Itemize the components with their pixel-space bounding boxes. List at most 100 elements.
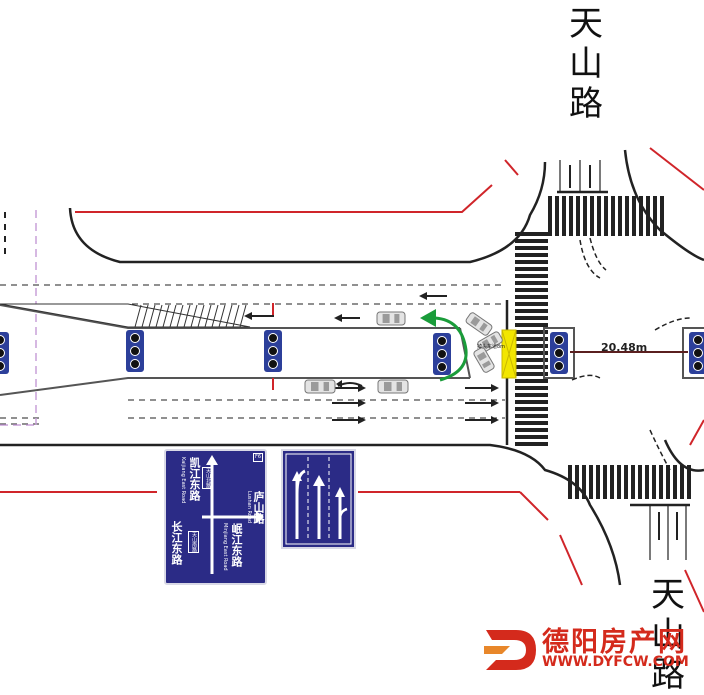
crosswalk-stripe [611, 196, 615, 236]
crosswalk-stripe [515, 435, 548, 439]
hatch-line [162, 304, 170, 328]
signal-lamp [130, 359, 140, 369]
hatch-line [211, 304, 219, 328]
signal-lamp [268, 333, 278, 343]
signal-lamp [554, 348, 564, 358]
signal-lamp [0, 361, 5, 371]
watermark-logo-icon [484, 630, 536, 670]
crosswalk-stripe [618, 196, 622, 236]
sign-south-road: 长江东路 [170, 521, 183, 565]
crosswalk-stripe [673, 465, 677, 499]
crosswalk-stripe [515, 421, 548, 425]
traffic-signal [433, 333, 451, 375]
lane-sign-arrows [285, 453, 352, 545]
direction-guide-sign: F6 凯江东路 Kaijiang East Road 天山北路 长江东路 天山南… [164, 449, 267, 585]
crosswalk-stripe [515, 372, 548, 376]
sign-cross-road-en: Lushan Road [246, 491, 252, 524]
crosswalk-stripe [604, 196, 608, 236]
turn-guide-lines [571, 237, 691, 471]
crosswalk-stripe [515, 386, 548, 390]
crosswalk-stripe [515, 316, 548, 320]
hatch-line [190, 304, 198, 328]
lane-direction-sign [281, 449, 356, 549]
crosswalk-stripe [597, 196, 601, 236]
watermark: 德阳房产网 WWW.DYFCW.COM [480, 616, 702, 676]
hatch-line [169, 304, 177, 328]
hatch-line [148, 304, 156, 328]
signal-lamp [268, 359, 278, 369]
road-name-north: 天山路 [566, 4, 606, 124]
crosswalk-stripe [515, 344, 548, 348]
crosswalk-stripe [582, 465, 586, 499]
lane-arrow-right [465, 399, 499, 407]
crosswalk-stripe [515, 428, 548, 432]
crosswalk-stripe [568, 465, 572, 499]
crosswalk-stripe [515, 267, 548, 271]
sign-main-road-en: Kaijiang East Road [180, 457, 186, 504]
crosswalk-stripe [515, 400, 548, 404]
lane-arrow-left [244, 312, 274, 320]
crosswalk-stripe [583, 196, 587, 236]
crosswalk-stripe [575, 465, 579, 499]
car [477, 331, 503, 353]
uturn-lane-label: 掉头车道8m [477, 344, 506, 350]
crosswalk-stripe [660, 196, 664, 236]
sign-tag-south: 天山南路 [188, 531, 199, 553]
crosswalk-stripe [515, 295, 548, 299]
hatch-line [225, 304, 233, 328]
crosswalk-stripe [590, 196, 594, 236]
hatch-line [197, 304, 205, 328]
crosswalk-stripe [515, 246, 548, 250]
crosswalk-stripe [631, 465, 635, 499]
crosswalk-stripe [515, 351, 548, 355]
watermark-title: 德阳房产网 [542, 627, 687, 658]
crosswalk-stripe [625, 196, 629, 236]
waiting-zone [501, 329, 517, 379]
crosswalk-stripe [617, 465, 621, 499]
signal-lamp [693, 335, 703, 345]
crosswalk-stripe [515, 274, 548, 278]
lane-arrow-right [332, 399, 366, 407]
curb-lines [0, 147, 704, 613]
lane-arrow-left [419, 292, 447, 300]
crosswalk-stripe [515, 288, 548, 292]
traffic-signals [0, 327, 704, 379]
traffic-signal [543, 327, 575, 379]
hatch-line [134, 304, 142, 328]
crosswalk-stripe [515, 330, 548, 334]
sign-cross-arrows [202, 455, 264, 574]
sign-main-road: 凯江东路 [188, 457, 201, 501]
crosswalk-stripe [515, 365, 548, 369]
signal-lamp [437, 349, 447, 359]
hatch-line [183, 304, 191, 328]
sign-east-road: 岷江东路 [230, 523, 243, 567]
crosswalk-stripe [515, 302, 548, 306]
signal-lamp [130, 346, 140, 356]
sign-east-road-en: Minjiang East Road [222, 523, 228, 571]
lane-dashes [0, 284, 505, 425]
signal-lamp [693, 361, 703, 371]
crosswalk-stripe [515, 232, 548, 236]
crosswalk-stripe [515, 379, 548, 383]
signal-lamp [554, 335, 564, 345]
traffic-signal [682, 327, 704, 379]
crosswalk-stripe [515, 407, 548, 411]
crosswalk-stripe [687, 465, 691, 499]
crosswalk-stripe [653, 196, 657, 236]
hatch-line [239, 304, 247, 328]
crosswalk-stripe [645, 465, 649, 499]
crosswalk-stripe [515, 260, 548, 264]
crosswalk-stripe [680, 465, 684, 499]
crosswalk-stripe [555, 196, 559, 236]
crosswalk-stripe [639, 196, 643, 236]
crosswalk-stripe [515, 358, 548, 362]
crosswalk-stripe [515, 309, 548, 313]
traffic-signal [0, 332, 9, 374]
lane-arrow-left-turn [336, 380, 363, 388]
crosswalk-stripe [589, 465, 593, 499]
road-name-south-text: 天山路 [651, 575, 685, 695]
hatch-line [155, 304, 163, 328]
car [304, 379, 336, 394]
signal-lamp [693, 348, 703, 358]
hatch-line [232, 304, 240, 328]
